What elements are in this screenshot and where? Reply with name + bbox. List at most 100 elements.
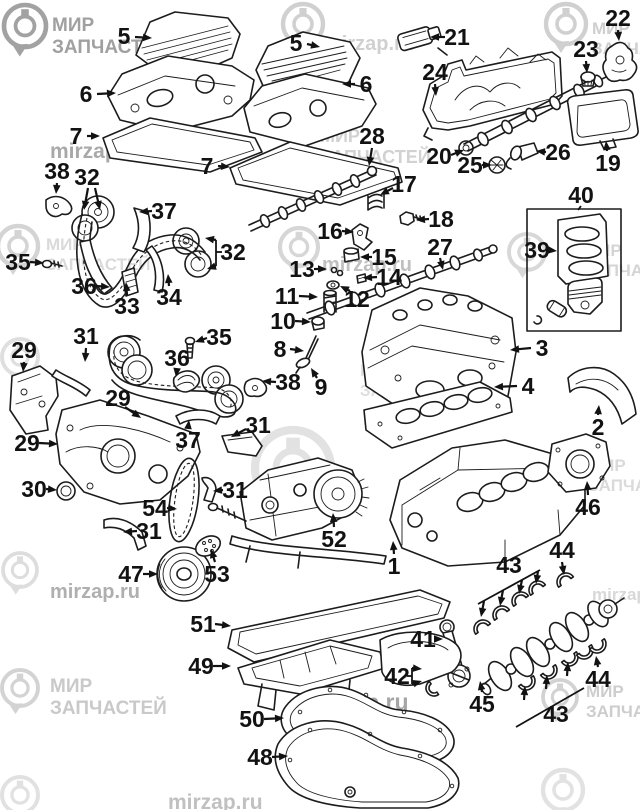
- part-main-bearings-upper-43: [473, 580, 547, 635]
- callout-number: 40: [568, 182, 594, 208]
- watermark-brand-text: МИР: [52, 15, 94, 36]
- part-retainer-14: [356, 273, 367, 284]
- callout-number: 30: [21, 476, 47, 502]
- watermark-site: mirzap.ru: [50, 581, 140, 603]
- part-camshaft-intake-right: [458, 73, 613, 156]
- callout-50: 50: [239, 706, 284, 732]
- callout-number: 19: [595, 150, 621, 176]
- callout-46: 46: [575, 481, 601, 520]
- callout-8: 8: [274, 336, 304, 362]
- watermark-site: mirzap.ru: [168, 791, 263, 810]
- part-head-gasket: [363, 381, 513, 449]
- callout-number: 48: [247, 744, 273, 770]
- callout-5: 5: [290, 30, 320, 56]
- callout-number: 18: [428, 206, 454, 232]
- callout-number: 13: [289, 256, 315, 282]
- callout-7: 7: [70, 123, 100, 149]
- callout-44: 44: [549, 537, 575, 575]
- part-lifter-10: [311, 316, 325, 331]
- watermark-logo: [0, 668, 40, 715]
- part-upper-pan-gasket-51: [227, 589, 451, 663]
- callout-47: 47: [118, 561, 158, 587]
- part-cap-23: [580, 71, 596, 87]
- callout-20: 20: [426, 143, 464, 169]
- callout-18: 18: [416, 206, 454, 232]
- callout-31: 31: [231, 412, 271, 438]
- part-camshaft-27: [306, 244, 498, 320]
- watermark-site: mirzap.ru: [592, 585, 640, 604]
- callout-number: 35: [206, 324, 232, 350]
- callout-number: 7: [70, 123, 83, 149]
- callout-number: 31: [136, 518, 162, 544]
- callout-16: 16: [317, 218, 354, 244]
- part-timing-cover-lower-29: [55, 399, 201, 505]
- callout-number: 6: [80, 81, 93, 107]
- part-seat-12: [326, 280, 340, 290]
- callout-number: 3: [536, 335, 549, 361]
- part-thrust-bearing-lower-44: [588, 638, 607, 654]
- callout-37: 37: [175, 420, 201, 453]
- part-guide-cover-2: [567, 366, 637, 425]
- callout-31: 31: [213, 477, 248, 503]
- callout-number: 4: [522, 373, 535, 399]
- part-rocker-16: [351, 223, 373, 251]
- callout-number: 21: [444, 24, 470, 50]
- part-seal-retainer-46: [547, 433, 611, 493]
- callout-number: 51: [190, 611, 216, 637]
- part-piston-ring-kit: [526, 208, 622, 332]
- callout-number: 49: [188, 653, 214, 679]
- part-guide-31b: [221, 431, 263, 457]
- callout-29: 29: [14, 430, 58, 456]
- callout-number: 37: [151, 198, 177, 224]
- callout-21: 21: [430, 24, 470, 50]
- part-camshaft-cover-left: [107, 55, 255, 133]
- callout-27: 27: [427, 234, 453, 270]
- callout-9: 9: [311, 368, 327, 400]
- watermark-logo: [1, 2, 49, 57]
- callout-10: 10: [270, 308, 311, 334]
- callout-number: 38: [275, 369, 301, 395]
- callout-number: 41: [410, 626, 436, 652]
- callout-42: 42: [384, 663, 422, 689]
- watermark-logo: [277, 225, 321, 275]
- callout-43: 43: [515, 662, 585, 728]
- callout-14: 14: [363, 264, 402, 290]
- part-oil-pan-48: [274, 720, 460, 809]
- callout-15: 15: [360, 244, 397, 270]
- part-valve-spring-17: [367, 193, 385, 211]
- watermark-logo: [540, 767, 586, 810]
- part-timing-chain-upper: [41, 195, 212, 308]
- callout-34: 34: [156, 274, 182, 310]
- callout-43: 43: [477, 552, 542, 617]
- callout-number: 10: [270, 308, 296, 334]
- callout-number: 45: [469, 691, 495, 717]
- part-pipe-31d: [103, 517, 147, 551]
- callout-49: 49: [188, 653, 231, 679]
- callout-number: 25: [457, 152, 483, 178]
- callout-19: 19: [595, 141, 621, 176]
- callout-number: 8: [274, 336, 287, 362]
- part-valve-cover-gasket-right: [229, 141, 403, 206]
- callout-number: 9: [315, 374, 328, 400]
- svg-text:ЗАПЧАСТЕЙ: ЗАПЧАСТЕЙ: [586, 702, 640, 721]
- callout-3: 3: [510, 335, 548, 361]
- callout-35: 35: [5, 249, 44, 275]
- callout-number: 37: [175, 427, 201, 453]
- callout-number: 23: [573, 36, 599, 62]
- part-bracket-31c: [201, 476, 217, 503]
- watermark-brand-text: МИР: [586, 682, 624, 701]
- callout-6: 6: [342, 71, 372, 97]
- callout-17: 17: [380, 171, 417, 197]
- callout-number: 14: [376, 264, 402, 290]
- callout-31: 31: [73, 323, 99, 362]
- callout-number: 5: [118, 23, 131, 49]
- callout-number: 28: [359, 123, 385, 149]
- callout-number: 29: [11, 337, 37, 363]
- callout-number: 54: [142, 495, 168, 521]
- part-crankshaft: [480, 597, 625, 696]
- callout-number: 27: [427, 234, 453, 260]
- callout-number: 34: [156, 284, 182, 310]
